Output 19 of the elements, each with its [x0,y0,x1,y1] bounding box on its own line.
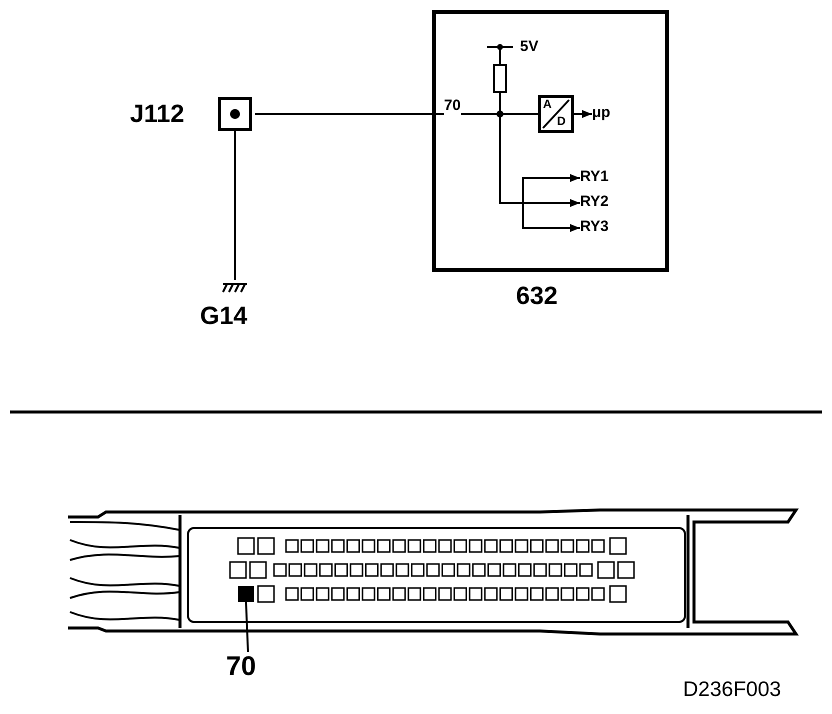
terminal-label: J112 [130,100,184,128]
highlighted-pin [238,586,254,602]
converter-output-letter: D [557,115,566,128]
callout-number: 70 [226,652,270,686]
pin-number: 70 [444,97,461,115]
drawing-code: D236F003 [683,678,782,702]
connector-terminal [130,97,255,131]
leader-line [245,602,249,652]
signal-label: μp [592,104,632,124]
output-label: RY3 [580,218,626,238]
unit-number: 632 [516,282,558,310]
wire [234,131,236,280]
arrow [574,110,592,118]
output-label: RY1 [580,168,626,188]
converter-box [538,95,574,133]
converter-input-letter: A [543,98,552,111]
output-label: RY2 [580,193,626,213]
voltage-label: 5V [520,38,538,56]
ground-label: G14 [200,302,248,330]
